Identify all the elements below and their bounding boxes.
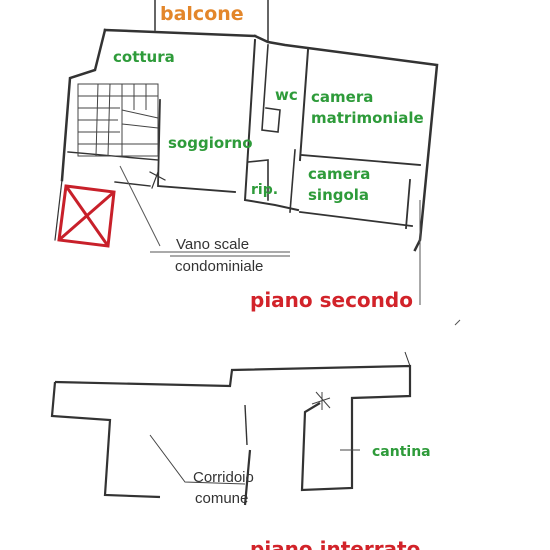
stairwell-label-line1: Vano scale <box>176 236 249 253</box>
storage-label: rip. <box>251 182 278 198</box>
cellar-label: cantina <box>372 444 431 460</box>
stairwell-marker <box>57 184 116 248</box>
kitchen-label: cottura <box>113 48 175 66</box>
stairwell-leader <box>119 165 461 326</box>
second-floor-title: piano secondo <box>250 288 413 312</box>
wc-label: wc <box>275 86 298 104</box>
balcony-label: balcone <box>160 3 244 25</box>
living-room-label: soggiorno <box>168 134 253 152</box>
master-bedroom-label-line1: camera <box>311 88 373 106</box>
corridor-label-line1: Corridoio <box>193 469 254 486</box>
staircase <box>77 83 159 157</box>
master-bedroom-label-line2: matrimoniale <box>311 109 424 127</box>
single-bedroom-label-line2: singola <box>308 186 369 204</box>
basement-walls <box>50 351 412 506</box>
single-bedroom-label-line1: camera <box>308 165 370 183</box>
basement-door-swing <box>311 391 331 410</box>
corridor-label-line2: comune <box>195 490 248 507</box>
basement-title: piano interrato <box>250 537 420 550</box>
stairwell-label-line2: condominiale <box>175 258 263 275</box>
corridor-leader <box>149 434 360 485</box>
